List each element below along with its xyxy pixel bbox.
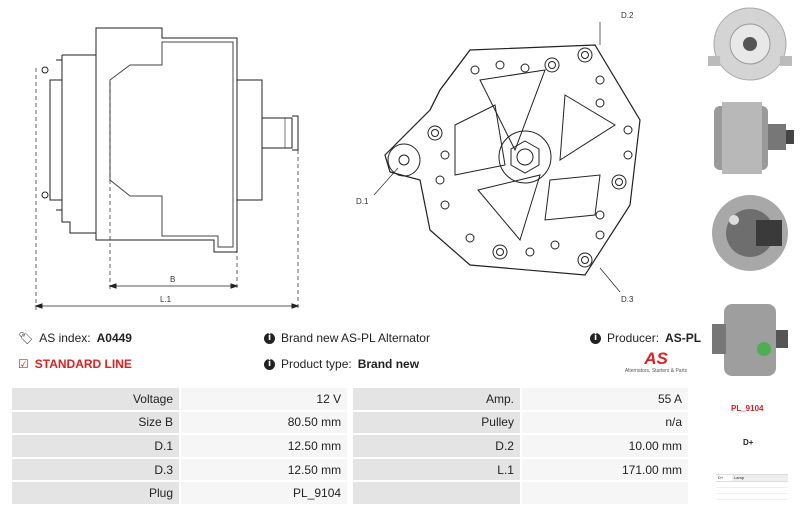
spec-gap [347,480,354,506]
product-photo-front [704,4,796,84]
product-photo-side [704,94,796,182]
brand-info: i Brand new AS-PL Alternator [264,331,430,345]
product-type: i Product type: Brand new [264,357,419,371]
spec-key: D.2 [351,433,522,459]
product-type-label: Product type: [281,357,352,371]
spec-key: Size B [10,409,181,436]
dim-b-label: B [170,275,175,284]
producer-value: AS-PL [665,331,702,345]
pin-label: D+ [718,475,724,480]
logo-mark: AS [644,349,668,368]
spec-value: 80.50 mm [178,409,350,436]
standard-line: ☑ STANDARD LINE [18,357,132,371]
spec-value: 12.50 mm [178,433,350,459]
plug-code-label: PL_9104 [731,404,764,413]
producer: i Producer: AS-PL [590,331,701,345]
standard-line-label: STANDARD LINE [34,357,132,371]
dim-l1-label: L.1 [160,295,172,304]
as-index: 🏷 AS index: A0449 [18,331,132,345]
spec-key: Plug [10,480,181,506]
producer-label: Producer: [607,331,660,345]
side-view-outline [61,27,238,253]
logo-tagline: Alternators, Starters & Parts [624,368,688,374]
tag-icon: 🏷 [18,331,34,345]
as-index-label: AS index: [39,331,91,345]
spec-value: 12 V [178,386,350,412]
as-pl-logo: AS Alternators, Starters & Parts [620,350,692,380]
dim-d1-label: D.1 [356,197,369,206]
spec-value: n/a [519,409,691,436]
dim-d3-label: D.3 [621,295,634,304]
spec-value: 171.00 mm [519,456,691,483]
product-photo-angle [704,294,796,384]
product-type-value: Brand new [357,357,420,371]
spec-value: 12.50 mm [178,456,350,483]
spec-value: 10.00 mm [519,433,691,459]
spec-key: L.1 [351,456,522,483]
pin-function: Lamp [732,475,788,481]
spec-key: Voltage [10,386,181,412]
spec-key: Pulley [351,409,522,436]
spec-key: D.1 [10,433,181,459]
info-icon: i [590,332,601,344]
front-view-outline [384,44,641,276]
spec-value: PL_9104 [178,480,350,506]
spec-key [351,480,522,506]
technical-drawing: B L.1 D.1 D.2 D.3 [34,11,641,310]
spec-value: 55 A [519,386,691,412]
info-icon: i [264,358,275,370]
checkbox-icon: ☑ [18,357,29,371]
spec-key: D.3 [10,456,181,483]
spec-value [519,480,691,506]
as-index-value: A0449 [96,331,132,345]
info-icon: i [264,332,275,344]
product-photo-rear [704,190,796,276]
terminal-label: D+ [743,438,754,447]
brand-text: Brand new AS-PL Alternator [281,331,430,345]
spec-key: Amp. [351,386,522,412]
dim-d2-label: D.2 [621,11,634,20]
plug-pin-table: D+ Lamp [716,474,788,506]
